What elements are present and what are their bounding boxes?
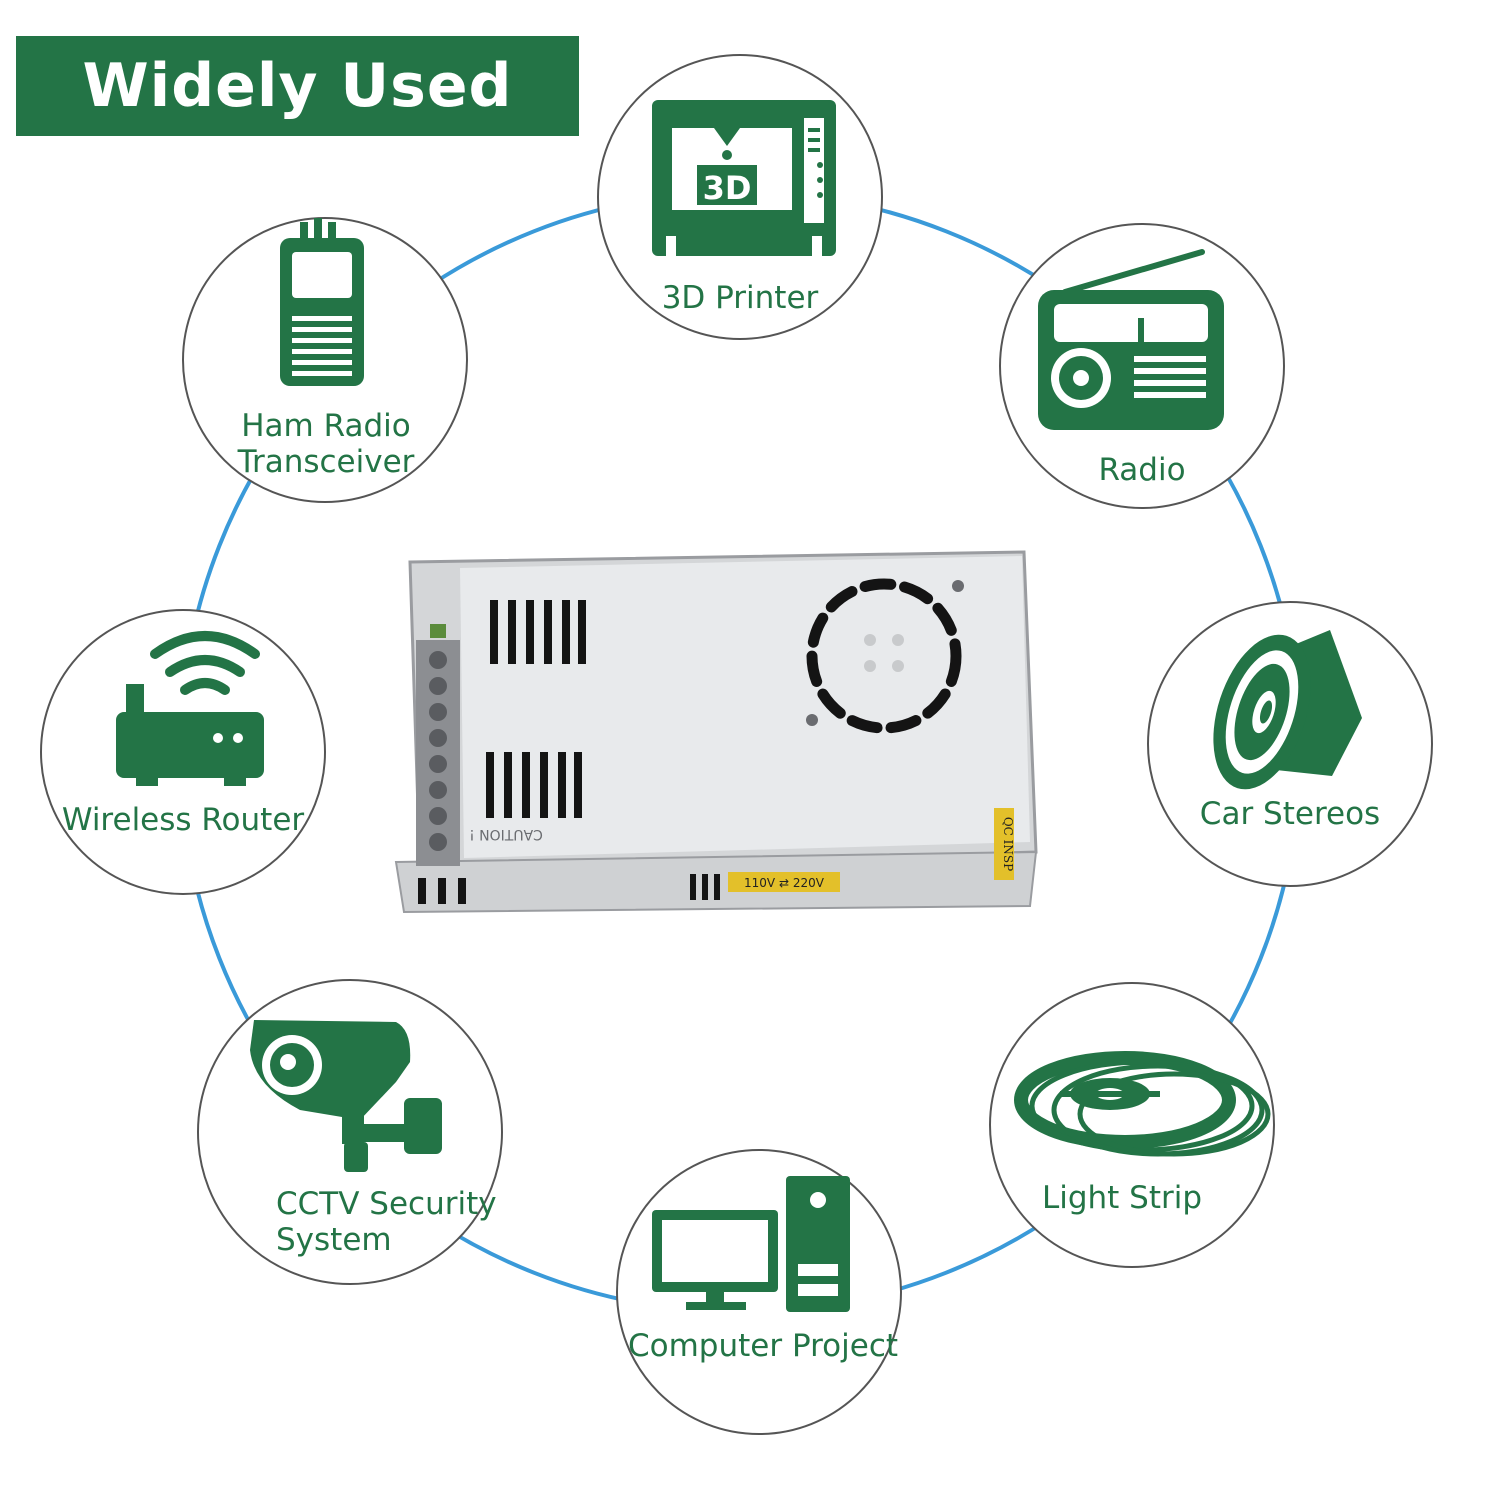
cctv-camera-icon: [250, 1020, 442, 1172]
label-cctv-line2: System: [276, 1222, 392, 1258]
power-supply-unit-image: CAUTION ! 110V ⇄ 220V QC INSP: [394, 550, 1038, 914]
computer-icon: [652, 1176, 850, 1312]
psu-voltage-label: 110V ⇄ 220V: [744, 876, 825, 890]
label-ham-radio: Ham Radio Transceiver: [226, 408, 426, 480]
label-wireless-router-text: Wireless Router: [61, 802, 305, 838]
label-car-stereos: Car Stereos: [1170, 796, 1410, 832]
label-ham-radio-line1: Ham Radio: [241, 408, 411, 444]
label-3d-printer-text: 3D Printer: [661, 280, 819, 316]
label-ham-radio-line2: Transceiver: [237, 444, 415, 480]
led-strip-icon: [1014, 1051, 1271, 1157]
label-radio: Radio: [1042, 452, 1242, 488]
router-icon: [116, 631, 264, 786]
label-light-strip: Light Strip: [1012, 1180, 1232, 1216]
label-computer-project-text: Computer Project: [628, 1328, 899, 1364]
label-car-stereos-text: Car Stereos: [1199, 796, 1381, 832]
label-wireless-router: Wireless Router: [58, 802, 308, 838]
label-light-strip-text: Light Strip: [1041, 1180, 1203, 1216]
radio-icon: [1038, 249, 1224, 430]
label-radio-text: Radio: [1098, 452, 1186, 488]
label-cctv: CCTV Security System: [276, 1186, 497, 1258]
3d-printer-icon: 3D: [652, 100, 836, 256]
3d-printer-icon-text: 3D: [703, 169, 752, 207]
psu-qc-sticker: QC INSP: [1001, 817, 1015, 871]
banner-title: Widely Used: [82, 51, 513, 121]
speaker-icon: [1213, 630, 1362, 790]
label-computer-project: Computer Project: [628, 1328, 899, 1364]
psu-caution-text: CAUTION !: [469, 826, 543, 842]
label-cctv-line1: CCTV Security: [276, 1186, 497, 1222]
app-circle-light-strip: [989, 982, 1275, 1268]
widely-used-banner: Widely Used: [16, 36, 579, 136]
walkie-talkie-icon: [280, 218, 364, 386]
label-3d-printer: 3D Printer: [640, 280, 840, 316]
